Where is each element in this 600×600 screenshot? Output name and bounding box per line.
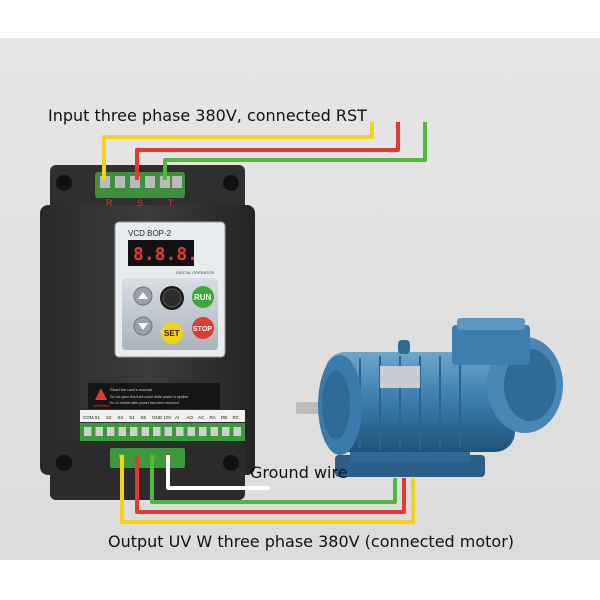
output-wiring-label: Output UV W three phase 380V (connected … — [108, 532, 515, 551]
control-terminal-screw — [107, 427, 115, 436]
led-display-value: 8.8.8. — [133, 244, 198, 265]
set-button[interactable]: SET — [161, 322, 183, 344]
control-terminal-screw — [233, 427, 241, 436]
warning-line-2: Do not open this front cover while power… — [110, 395, 188, 399]
input-wire-red — [135, 122, 400, 180]
terminal-r-label: R — [106, 198, 113, 208]
display-caption: DIGITAL OPERATOR — [176, 270, 214, 275]
control-terminal-screws — [84, 427, 241, 436]
control-terminal-screw — [176, 427, 184, 436]
mount-hole-top-left — [56, 175, 72, 191]
input-wiring-label: Input three phase 380V, connected RST — [48, 106, 367, 125]
control-terminal-screw — [222, 427, 230, 436]
warning-line-1: Read the user's manual — [110, 387, 152, 392]
motor-front-cap — [322, 371, 350, 439]
control-terminal-label-com: COM — [83, 415, 94, 420]
control-terminal-screw — [84, 427, 92, 436]
run-button-label: RUN — [194, 293, 212, 302]
warning-line-3: for 10 minute after power has been remov… — [110, 401, 179, 405]
control-terminal-screw — [210, 427, 218, 436]
control-terminal-label-gnd: GND — [152, 415, 163, 420]
terminal-s-label: S — [137, 198, 143, 208]
input-wires — [102, 122, 427, 180]
mount-hole-top-right — [223, 175, 239, 191]
motor-terminal-box-lid — [457, 318, 525, 330]
output-wires — [120, 455, 415, 524]
down-arrow-button[interactable] — [133, 316, 153, 336]
control-terminal-screw — [130, 427, 138, 436]
down-arrow-icon — [138, 323, 148, 330]
control-terminal-label-rb: RB — [221, 415, 227, 420]
control-terminal-screw — [118, 427, 126, 436]
control-terminal-strip — [80, 410, 245, 422]
control-terminal-label-s4: S4 — [129, 415, 135, 420]
control-terminal-screw — [153, 427, 161, 436]
control-terminal-label-s1: S1 — [95, 415, 101, 420]
knob-button[interactable] — [160, 286, 184, 310]
control-terminal-screw — [141, 427, 149, 436]
mount-hole-bottom-right — [223, 455, 239, 471]
inverter-bottom-housing — [50, 440, 245, 500]
warning-title: WARNING — [93, 404, 110, 408]
control-terminal-label-s5: S5 — [141, 415, 147, 420]
motor-nameplate — [380, 366, 420, 388]
control-terminal-label-ao: AO — [187, 415, 194, 420]
control-terminal-label-10v: 10V — [164, 415, 172, 420]
terminal-t-label: T — [168, 198, 174, 208]
motor — [296, 318, 563, 477]
set-button-label: SET — [164, 329, 180, 338]
motor-terminal-box — [452, 325, 530, 365]
mount-hole-bottom-left — [56, 455, 72, 471]
ground-wire-white — [166, 455, 270, 490]
control-terminal-screw — [199, 427, 207, 436]
inverter: R S T VCD BOP-2 8.8.8. DIGITAL OPERATOR … — [40, 165, 255, 500]
ground-wire-label: Ground wire — [250, 463, 348, 482]
motor-fan-cover-inner — [504, 349, 556, 421]
control-terminal-label-ra: RA — [210, 415, 216, 420]
up-arrow-button[interactable] — [133, 286, 153, 306]
control-terminal-label-s2: S2 — [106, 415, 112, 420]
control-terminal-screw — [95, 427, 103, 436]
warning-label — [88, 383, 220, 409]
motor-lifting-eye — [398, 340, 410, 354]
stop-button[interactable]: STOP — [192, 317, 214, 339]
output-wire-yellow — [120, 455, 415, 524]
output-wire-red — [135, 455, 406, 514]
control-terminal-label-ac: AC — [198, 415, 205, 420]
control-terminal-label-s3: S3 — [118, 415, 124, 420]
run-button[interactable]: RUN — [192, 286, 214, 308]
control-terminal-label-ai: AI — [175, 415, 179, 420]
up-arrow-icon — [138, 292, 148, 299]
control-terminal-label-rc: RC — [233, 415, 240, 420]
input-wire-green — [163, 122, 427, 180]
control-terminal-screw — [187, 427, 195, 436]
input-terminal-screws — [100, 176, 182, 188]
stop-button-label: STOP — [193, 326, 212, 333]
led-display — [128, 240, 194, 266]
control-terminal-block — [80, 423, 245, 441]
warning-icon — [95, 388, 107, 400]
output-wire-green — [150, 455, 397, 504]
operator-model-label: VCD BOP-2 — [128, 229, 172, 238]
input-wire-yellow — [102, 122, 374, 180]
control-terminal-screw — [164, 427, 172, 436]
